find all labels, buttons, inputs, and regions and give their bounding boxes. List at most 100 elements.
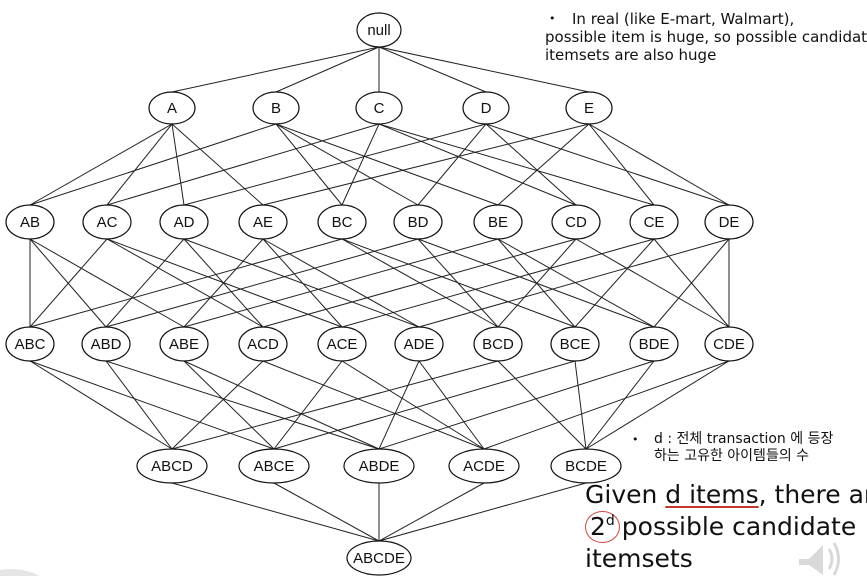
- node-ellipse: [473, 204, 523, 240]
- edge-ABCE-ABCDE: [273, 482, 380, 542]
- edge-D-CD: [485, 123, 577, 206]
- node-label: ADE: [404, 336, 435, 353]
- edge-D-AD: [183, 123, 487, 206]
- node-BCDE: BCDE: [550, 448, 622, 484]
- node-AD: AD: [159, 204, 209, 240]
- node-label: ABCDE: [353, 550, 405, 567]
- node-label: B: [271, 100, 281, 117]
- node-label: BDE: [639, 336, 670, 353]
- node-label: C: [374, 100, 385, 117]
- node-label: CE: [644, 214, 665, 231]
- edge-AD-ADE: [183, 238, 420, 328]
- node-AC: AC: [82, 204, 132, 240]
- edge-ABC-ABCD: [29, 360, 173, 450]
- edge-BCE-BCDE: [574, 360, 587, 450]
- node-C: C: [355, 91, 403, 125]
- node-ellipse: [346, 540, 412, 576]
- node-label: CDE: [713, 336, 745, 353]
- note-bullet: •: [632, 433, 639, 446]
- node-ellipse: [136, 448, 208, 484]
- node-label: BC: [332, 214, 353, 231]
- node-ellipse: [5, 204, 55, 240]
- edge-DE-ADE: [418, 238, 730, 328]
- node-ellipse: [317, 204, 367, 240]
- node-label: CD: [565, 214, 587, 231]
- note-bullet: •: [549, 12, 556, 25]
- node-BE: BE: [473, 204, 523, 240]
- edge-null-D: [378, 46, 487, 93]
- node-label: BCDE: [565, 458, 607, 475]
- node-ACDE: ACDE: [448, 448, 520, 484]
- statement-line: Given d items, there are: [585, 479, 867, 511]
- edge-ACD-ACDE: [262, 360, 485, 450]
- node-AE: AE: [238, 204, 288, 240]
- edge-CE-ACE: [341, 238, 655, 328]
- edge-ABE-ABCE: [183, 360, 275, 450]
- edge-ACE-ACDE: [341, 360, 485, 450]
- edge-B-BC: [275, 123, 343, 206]
- edge-AB-ABE: [29, 238, 185, 328]
- underlined-d-items: d items: [665, 480, 759, 509]
- edge-null-A: [171, 46, 380, 93]
- edge-A-AD: [171, 123, 185, 206]
- node-DE: DE: [704, 204, 754, 240]
- edge-ADE-ACDE: [418, 360, 485, 450]
- edge-E-CE: [588, 123, 655, 206]
- node-label: ABCD: [151, 458, 193, 475]
- edge-ADE-ABDE: [378, 360, 420, 450]
- node-label: BCE: [560, 336, 591, 353]
- node-CDE: CDE: [704, 326, 754, 362]
- node-ellipse: [462, 91, 510, 125]
- node-ABCE: ABCE: [238, 448, 310, 484]
- node-BCE: BCE: [550, 326, 600, 362]
- node-label: ABCE: [254, 458, 295, 475]
- edge-A-AE: [171, 123, 264, 206]
- node-label: E: [584, 100, 594, 117]
- statement-text: , there are: [758, 480, 867, 509]
- node-label: ACE: [327, 336, 358, 353]
- node-ABCDE: ABCDE: [346, 540, 412, 576]
- edge-BD-BCD: [417, 238, 499, 328]
- node-B: B: [252, 91, 300, 125]
- edge-BC-ABC: [29, 238, 343, 328]
- edge-CDE-BCDE: [585, 360, 730, 450]
- node-label: AB: [20, 214, 40, 231]
- note-line: itemsets are also huge: [545, 46, 717, 64]
- node-ACE: ACE: [317, 326, 367, 362]
- node-ellipse: [252, 91, 300, 125]
- edge-B-BD: [275, 123, 419, 206]
- node-E: E: [565, 91, 613, 125]
- node-ellipse: [356, 12, 402, 48]
- note-large-itemsets: • In real (like E-mart, Walmart), possib…: [545, 10, 867, 64]
- edge-A-AC: [106, 123, 173, 206]
- node-ellipse: [159, 326, 209, 362]
- note-line: d : 전체 transaction 에 등장: [654, 431, 834, 447]
- speaker-icon[interactable]: [795, 519, 845, 576]
- note-d-definition: • d : 전체 transaction 에 등장 하는 고유한 아이템들의 수: [632, 431, 867, 465]
- lattice-edges: [29, 46, 730, 542]
- edge-BE-BDE: [497, 238, 655, 328]
- node-ellipse: [629, 204, 679, 240]
- node-label: null: [367, 22, 390, 39]
- edge-E-DE: [588, 123, 730, 206]
- node-ellipse: [704, 204, 754, 240]
- edge-AE-ACE: [262, 238, 343, 328]
- edge-ABE-ABDE: [183, 360, 380, 450]
- edge-BCDE-ABCDE: [378, 482, 587, 542]
- edge-ACD-ABCD: [171, 360, 264, 450]
- edge-ABD-ABDE: [105, 360, 380, 450]
- note-line: 하는 고유한 아이템들의 수: [654, 448, 810, 464]
- edge-AD-ABD: [105, 238, 185, 328]
- node-ABDE: ABDE: [343, 448, 415, 484]
- edge-null-B: [275, 46, 380, 93]
- edge-null-E: [378, 46, 590, 93]
- note-line: In real (like E-mart, Walmart),: [572, 10, 795, 28]
- node-CE: CE: [629, 204, 679, 240]
- node-label: A: [167, 100, 177, 117]
- node-AB: AB: [5, 204, 55, 240]
- edge-C-AC: [106, 123, 380, 206]
- node-ellipse: [394, 326, 444, 362]
